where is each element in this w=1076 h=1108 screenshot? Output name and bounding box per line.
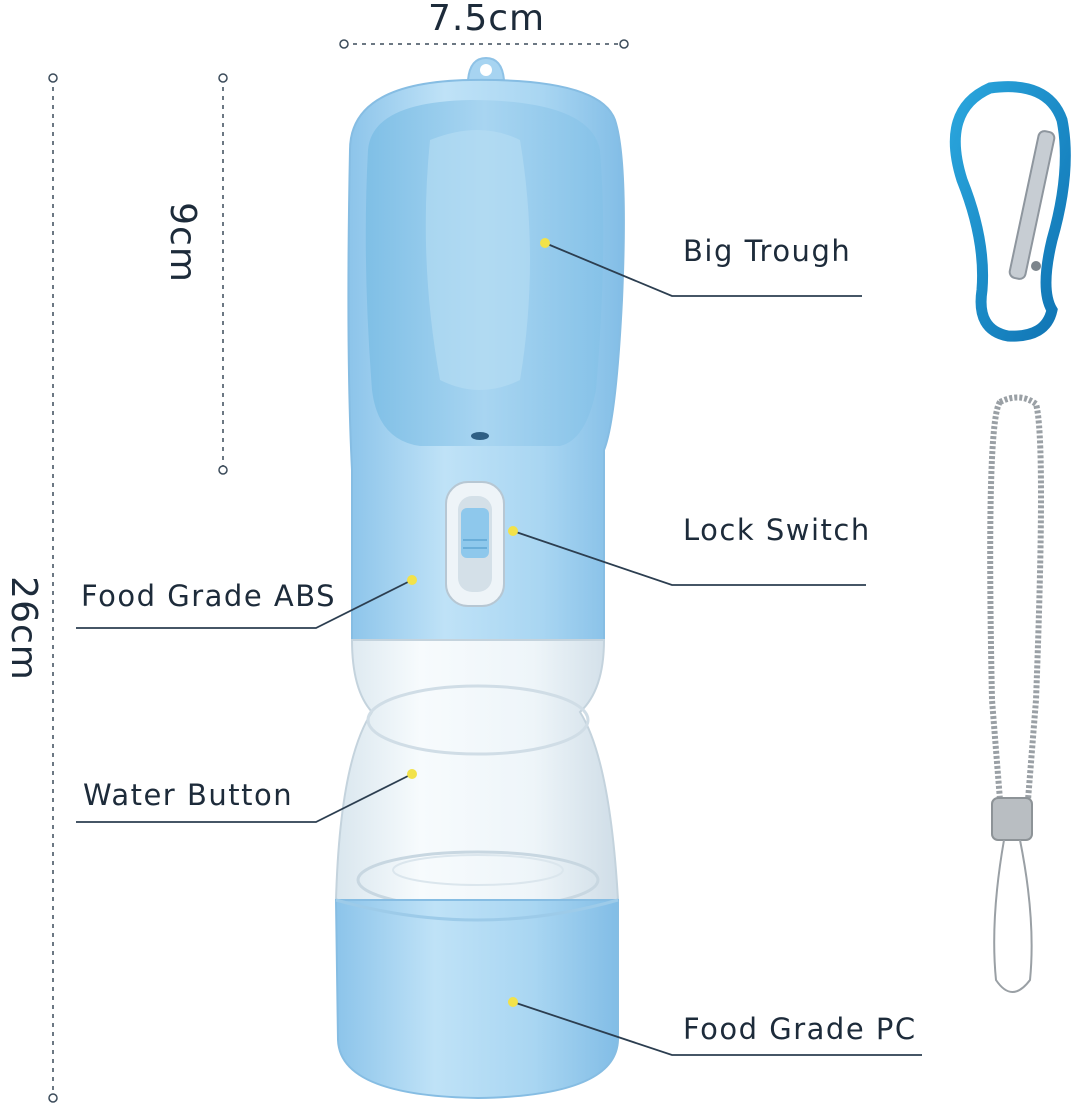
total-height-dimension-label: 26cm [2,576,44,681]
big-trough-label: Big Trough [683,234,852,268]
food-grade-abs-label: Food Grade ABS [81,579,337,613]
food-grade-pc-label: Food Grade PC [683,1012,917,1046]
water-bottle [334,56,625,1100]
lock-switch-label: Lock Switch [683,513,871,547]
width-dimension-label: 7.5cm [428,0,546,39]
carabiner-icon [949,81,1071,342]
callout-lines [76,242,922,1056]
lanyard-icon [987,394,1044,993]
water-button-label: Water Button [83,778,294,812]
callout-dots [407,238,550,1007]
trough-height-dimension-label: 9cm [161,202,203,283]
lock-switch-icon [445,481,505,607]
